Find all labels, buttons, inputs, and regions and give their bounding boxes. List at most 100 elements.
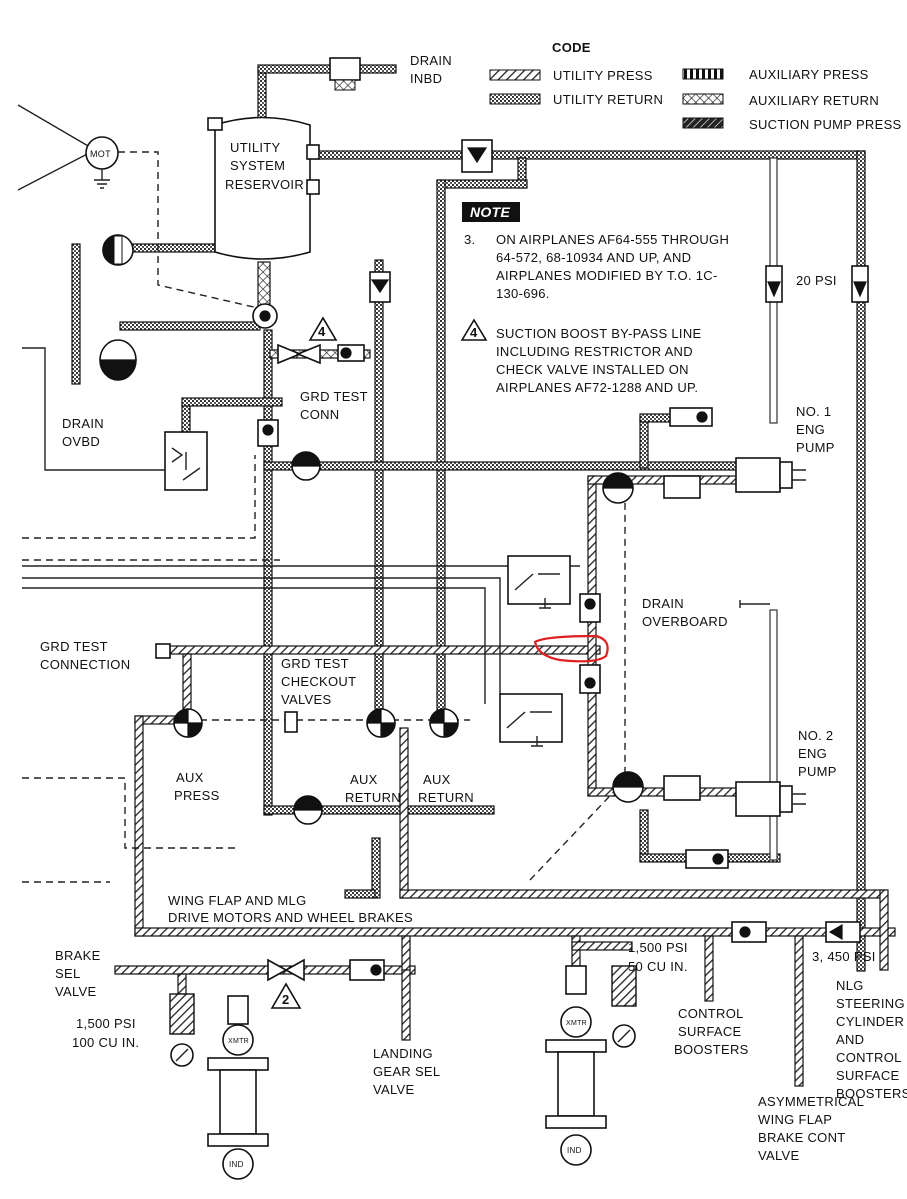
note4-marker-label: 4 <box>318 324 326 339</box>
pipe-landing-gear <box>401 969 411 1041</box>
nlg-label-4: AND <box>836 1032 864 1047</box>
pipe-control-boosters <box>704 935 714 1002</box>
pipe-drain-inbd-horizontal <box>257 64 397 74</box>
pipe-brake-feed <box>401 935 411 972</box>
aux-return2-label-1: AUX <box>423 772 451 787</box>
nlg-label-7: BOOSTERS <box>836 1086 907 1101</box>
checkout-label-1: GRD TEST <box>281 656 349 671</box>
note2-marker-label: 2 <box>282 992 290 1007</box>
pump-line-check-valve-2-ball <box>584 677 596 689</box>
note4-line-2: INCLUDING RESTRICTOR AND <box>496 344 693 359</box>
brake-sel-label-2: SEL <box>55 966 80 981</box>
note4-line-1: SUCTION BOOST BY-PASS LINE <box>496 326 702 341</box>
note-title-box <box>462 202 520 222</box>
ind2-housing-bottom <box>545 1115 607 1129</box>
legend: CODE UTILITY PRESS UTILITY RETURN AUXILI… <box>489 40 901 132</box>
pipe-return-bottom <box>263 805 495 815</box>
legend-label-utility-return: UTILITY RETURN <box>553 92 663 107</box>
brake-check-valve-ball <box>370 964 382 976</box>
xmtr1-fitting <box>227 995 249 1025</box>
checkout-label-3: VALVES <box>281 692 331 707</box>
accum2-label-1: 1,500 PSI <box>628 940 688 955</box>
aux-press-label-2: PRESS <box>174 788 220 803</box>
pipe-accum1 <box>177 973 187 995</box>
aux-return1-label-2: RETURN <box>345 790 401 805</box>
main-pressure-check-valve-ball <box>739 926 751 938</box>
eng-pump1-label-1: NO. 1 <box>796 404 831 419</box>
note4-item-marker: 4 <box>470 325 478 340</box>
pump-pressure-switch-2-symbol <box>506 711 552 747</box>
asym-label-1: ASYMMETRICAL <box>758 1094 864 1109</box>
asym-label-2: WING FLAP <box>758 1112 832 1127</box>
shutoff-valve-return-bottom-fill <box>293 795 323 811</box>
pipe-suction-left <box>119 321 261 331</box>
control-label-2: SURFACE <box>678 1024 742 1039</box>
checkout-valve-aux-press-fill <box>173 708 203 738</box>
legend-swatch-suction-pump-press <box>682 117 724 129</box>
mot-label: MOT <box>90 149 111 159</box>
drain-ovbd-pump-fill <box>99 359 137 381</box>
legend-swatch-auxiliary-return <box>682 93 724 105</box>
landing-label-2: GEAR SEL <box>373 1064 440 1079</box>
electrical-lines <box>17 104 626 883</box>
brake-restrictor-right <box>284 958 305 982</box>
components: UTILITY SYSTEM RESERVOIR DRAIN INBD MOT … <box>40 53 907 1180</box>
grd-test-connection-label-1: GRD TEST <box>40 639 108 654</box>
landing-label-3: VALVE <box>373 1082 415 1097</box>
control-accumulator-gauge-needle <box>617 1029 631 1043</box>
legend-label-auxiliary-return: AUXILIARY RETURN <box>749 93 879 108</box>
brake-sel-label-3: VALVE <box>55 984 97 999</box>
pipe-drain-inbd-vertical <box>257 67 267 119</box>
nlg-label-6: SURFACE <box>836 1068 900 1083</box>
relief-valve-20psi-left-fill <box>767 281 781 298</box>
note3-line-2: 64-572, 68-10934 AND UP, AND <box>496 250 691 265</box>
pipe-case-drain-2 <box>639 809 649 861</box>
no2-eng-pump <box>735 781 781 817</box>
grd-test-conn-label-2: CONN <box>300 407 339 422</box>
legend-label-utility-press: UTILITY PRESS <box>553 68 653 83</box>
eng-pump1-label-3: PUMP <box>796 440 835 455</box>
landing-label-1: LANDING <box>373 1046 433 1061</box>
control-label-3: BOOSTERS <box>674 1042 749 1057</box>
brake-accumulator-gauge-needle <box>175 1048 189 1062</box>
grd-test-check-valve-ball <box>262 424 274 436</box>
pump-line-check-valve-1-ball <box>584 598 596 610</box>
drain-overboard-label-1: DRAIN <box>642 596 684 611</box>
nlg-label-1: NLG <box>836 978 864 993</box>
no1-eng-pump-shaft <box>792 469 806 481</box>
legend-swatch-utility-return <box>489 93 541 105</box>
eng-pump1-label-2: ENG <box>796 422 825 437</box>
pipe-accum2-h <box>571 941 633 951</box>
pipe-nlg-drop <box>879 889 889 971</box>
bypass-restrictor-right <box>295 343 321 365</box>
pipe-return-header-top <box>314 150 866 160</box>
control-label-1: CONTROL <box>678 1006 744 1021</box>
ind2 <box>560 1134 592 1166</box>
accum1-label-1: 1,500 PSI <box>76 1016 136 1031</box>
case-drain-check-1-ball <box>696 411 708 423</box>
pipe-case-drain-1 <box>639 417 649 469</box>
eng-pump2-label-2: ENG <box>798 746 827 761</box>
mot-fan-lines <box>17 104 97 191</box>
no2-eng-pump-drive <box>779 785 793 813</box>
brake-accumulator <box>169 993 195 1035</box>
shutoff-valve-return-no1-fill <box>291 451 321 467</box>
drain-inbd-valve <box>329 57 361 81</box>
aux-return1-label-1: AUX <box>350 772 378 787</box>
drain-inbd-label-2: INBD <box>410 71 442 86</box>
pipe-return-no1 <box>263 461 745 471</box>
pipe-wing-flap-return <box>371 837 381 899</box>
pump1-filter <box>663 475 701 499</box>
pipe-asym-valve <box>794 935 804 1087</box>
checkout-valve-handle <box>284 711 298 733</box>
wire-3 <box>22 777 240 849</box>
xmtr2-fitting <box>565 965 587 995</box>
pipe-return-to-left <box>436 179 528 189</box>
legend-label-auxiliary-press: AUXILIARY PRESS <box>749 67 869 82</box>
shutoff-valve-no1-pump-fill <box>602 472 634 489</box>
pipe-aux-return-2 <box>436 179 446 721</box>
checkout-label-2: CHECKOUT <box>281 674 356 689</box>
brake-restrictor-left <box>267 958 288 982</box>
nlg-label-3: CYLINDER <box>836 1014 904 1029</box>
